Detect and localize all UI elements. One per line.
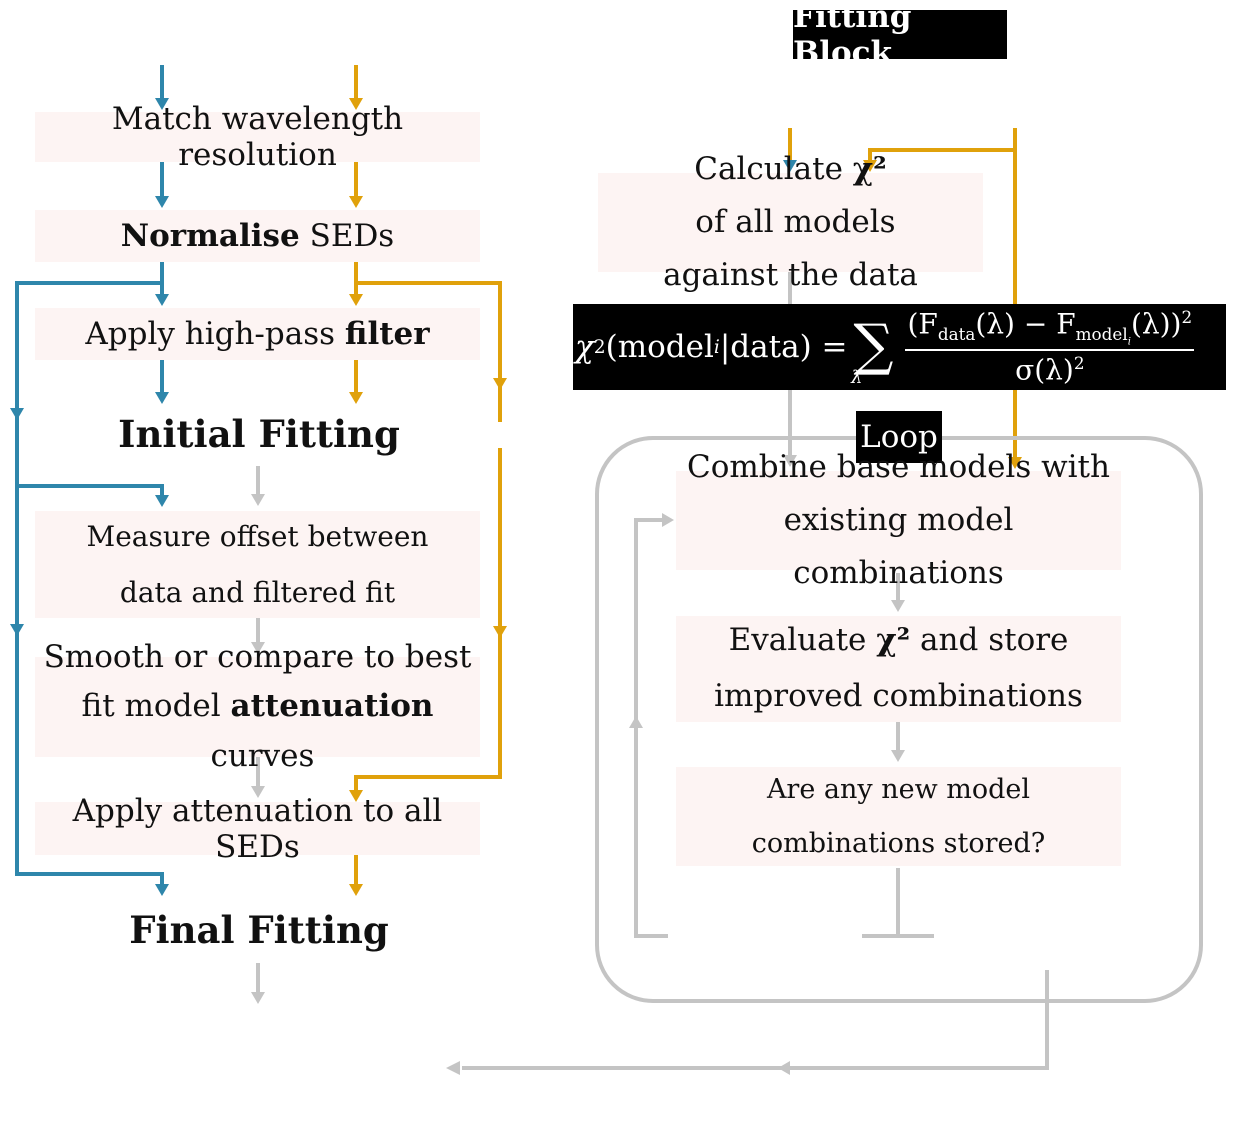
combine-line2: existing model combinations (783, 502, 1014, 591)
eq-den-sigma: σ(λ) (1015, 353, 1074, 387)
smooth-compare-box: Smooth or compare to best fit model atten… (35, 639, 480, 774)
smooth-line2-post: curves (200, 737, 315, 774)
fitting-block-label: Fitting Block (793, 0, 1007, 71)
eq-arg-rest: |data) = (719, 329, 848, 365)
highpass-bold-text: filter (344, 316, 430, 352)
measure-line1: Measure offset between (86, 519, 429, 553)
eq-num-data: data (937, 324, 976, 345)
measure-offset-box: Measure offset between data and filtered … (35, 511, 480, 618)
calculate-chi2-box: Calculate χ² of all models against the da… (598, 151, 983, 293)
highpass-box: Apply high-pass filter (35, 308, 480, 360)
eval-post: and store (910, 622, 1069, 659)
eq-chi: χ (575, 329, 594, 365)
smooth-line2-bold: attenuation (230, 688, 434, 725)
calc-chi2: χ² (852, 151, 887, 188)
eq-num-mid: (λ) − F (975, 307, 1076, 341)
smooth-line1: Smooth or compare to best (43, 638, 472, 675)
apply-attenuation-text: Apply attenuation to all SEDs (72, 792, 443, 865)
calc-post: of all models (685, 204, 896, 241)
question-line2: combinations stored? (751, 827, 1046, 859)
question-box: Are any new model combinations stored? (676, 767, 1121, 866)
apply-attenuation-box: Apply attenuation to all SEDs (35, 793, 480, 865)
normalise-box: Normalise SEDs (35, 210, 480, 262)
eq-sum-index: λ (851, 367, 863, 388)
eq-arg-open: (model (605, 329, 714, 365)
smooth-line2-pre: fit model (81, 688, 231, 725)
initial-fitting-heading: Initial Fitting (118, 412, 400, 456)
loop-label: Loop (856, 411, 942, 463)
eq-sum-symbol: ∑ (853, 312, 894, 378)
eq-num-open: (F (907, 307, 938, 341)
eq-num-model: model (1075, 324, 1128, 345)
eq-num-sq: 2 (1181, 307, 1193, 328)
eq-fraction: (Fdata(λ) − Fmodeli(λ))2 σ(λ)2 (905, 307, 1195, 387)
calc-pre: Calculate (694, 151, 853, 188)
eval-line2: improved combinations (714, 678, 1083, 714)
match-wavelength-box: Match wavelength resolution (35, 101, 480, 173)
evaluate-chi2-box: Evaluate χ² and store improved combinatio… (676, 616, 1121, 722)
eq-chi-sq: 2 (593, 336, 606, 358)
orange-connectors (354, 65, 1017, 884)
blue-connectors (15, 65, 164, 884)
combine-line1: Combine base models with (687, 449, 1110, 486)
eq-num-i: i (1127, 336, 1131, 348)
eval-chi2: χ² (876, 622, 911, 659)
normalise-rest-text: SEDs (299, 218, 395, 254)
match-wavelength-text: Match wavelength resolution (111, 101, 404, 173)
normalise-bold-text: Normalise (120, 218, 300, 254)
highpass-pre-text: Apply high-pass (85, 316, 345, 352)
eq-num-close: (λ)) (1130, 307, 1182, 341)
calc-line2: against the data (663, 256, 918, 293)
eq-numerator: (Fdata(λ) − Fmodeli(λ))2 (905, 307, 1195, 352)
eq-denominator: σ(λ)2 (1015, 351, 1084, 386)
eval-pre: Evaluate (728, 622, 877, 659)
measure-line2: data and filtered fit (119, 575, 396, 609)
question-line1: Are any new model (766, 773, 1031, 805)
eq-arg-i: i (713, 336, 720, 358)
arrowheads (10, 98, 1022, 1075)
eq-den-sq: 2 (1073, 353, 1085, 374)
combine-models-box: Combine base models with existing model c… (676, 449, 1121, 591)
final-fitting-heading: Final Fitting (129, 908, 389, 952)
